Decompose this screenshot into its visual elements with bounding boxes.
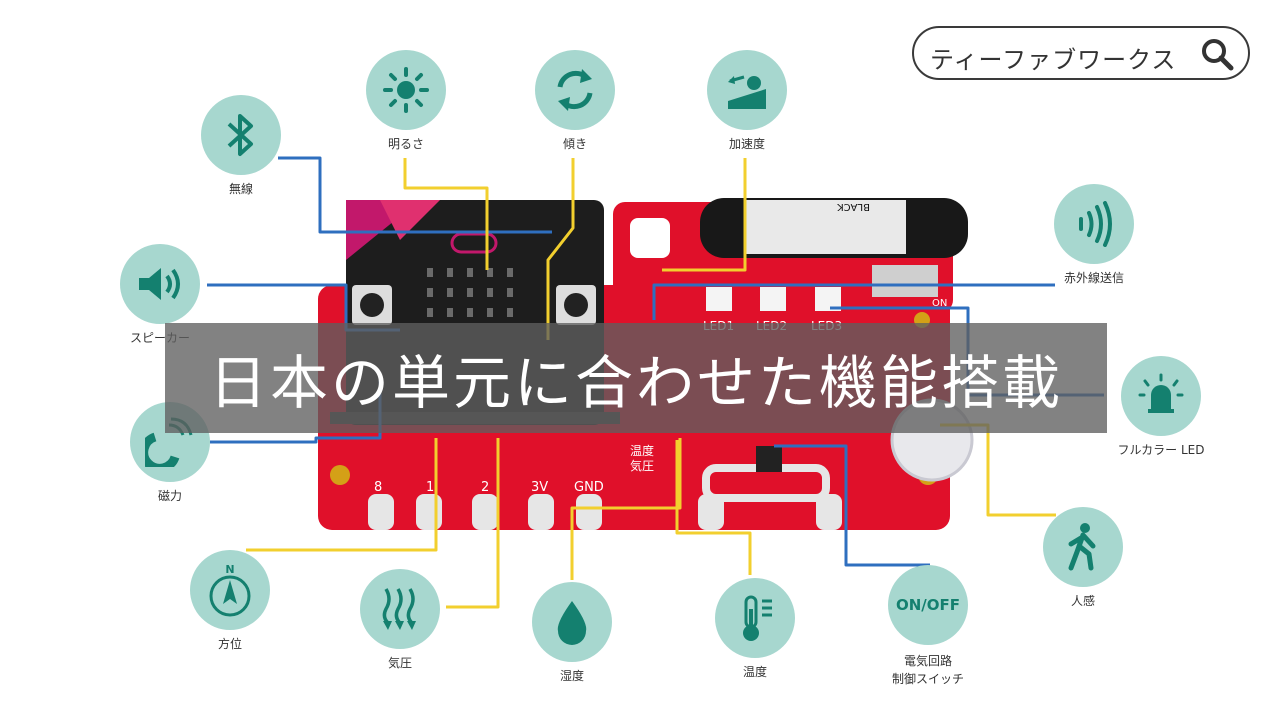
feature-acceleration: 加速度 [687, 50, 807, 152]
feature-wireless: 無線 [181, 95, 301, 197]
feature-tilt-label: 傾き [562, 137, 587, 151]
feature-tilt: 傾き [515, 50, 635, 152]
feature-human: 人感 [1023, 507, 1143, 609]
on-off-icon: ON/OFF [895, 596, 961, 614]
feature-human-label: 人感 [1070, 594, 1095, 608]
feature-led: フルカラー LED [1101, 356, 1221, 458]
board-on-label: ON [932, 298, 947, 309]
feature-temperature-label: 温度 [742, 665, 767, 679]
pressure-arrows-icon [382, 588, 416, 630]
feature-brightness: 明るさ [346, 50, 466, 152]
ir-wave-icon [1079, 201, 1112, 247]
feature-led-label: フルカラー LED [1117, 443, 1205, 457]
bluetooth-icon [227, 114, 253, 156]
feature-ir-send-label: 赤外線送信 [1063, 271, 1124, 285]
compass-n-label: N [225, 563, 234, 576]
water-drop-icon [557, 601, 587, 645]
slope-icon [728, 75, 766, 109]
headline-text: 日本の単元に合わせた機能搭載 [208, 349, 1063, 417]
feature-pressure: 気圧 [340, 569, 460, 671]
feature-switch-label-line1: 電気回路 [903, 654, 952, 668]
search-icon[interactable] [1200, 37, 1234, 71]
pin-8-label: 8 [374, 480, 382, 495]
speaker-icon [139, 268, 180, 300]
pin-1-label: 1 [426, 480, 434, 495]
feature-compass-label: 方位 [217, 637, 242, 651]
headline-banner: 日本の単元に合わせた機能搭載 [165, 323, 1107, 433]
thermometer-icon [743, 595, 772, 641]
rotate-icon [557, 69, 593, 111]
feature-temperature: 温度 [695, 578, 815, 680]
feature-magnet-label: 磁力 [157, 489, 182, 503]
board-temp-label: 温度 [630, 443, 654, 458]
board-pressure-label: 気圧 [630, 458, 654, 473]
pin-2-label: 2 [481, 480, 489, 495]
battery-label: BLACK [837, 201, 870, 212]
feature-humidity: 湿度 [512, 582, 632, 684]
led-icon [1138, 373, 1184, 413]
feature-pressure-label: 気圧 [387, 656, 412, 670]
feature-humidity-label: 湿度 [559, 669, 584, 683]
brightness-icon [383, 67, 429, 113]
feature-switch: ON/OFF 電気回路 制御スイッチ [868, 565, 988, 687]
feature-ir-send: 赤外線送信 [1034, 184, 1154, 286]
feature-compass: N 方位 [170, 550, 290, 652]
pin-gnd-label: GND [574, 480, 604, 495]
pin-3v-label: 3V [531, 480, 548, 495]
walking-person-icon [1068, 523, 1096, 571]
feature-switch-label-line2: 制御スイッチ [891, 672, 964, 686]
feature-wireless-label: 無線 [228, 182, 253, 196]
feature-acceleration-label: 加速度 [728, 137, 765, 151]
search-box[interactable]: ティーファブワークス [912, 26, 1250, 80]
search-text: ティーファブワークス [930, 46, 1177, 74]
feature-brightness-label: 明るさ [387, 137, 424, 151]
compass-icon: N [209, 563, 251, 617]
